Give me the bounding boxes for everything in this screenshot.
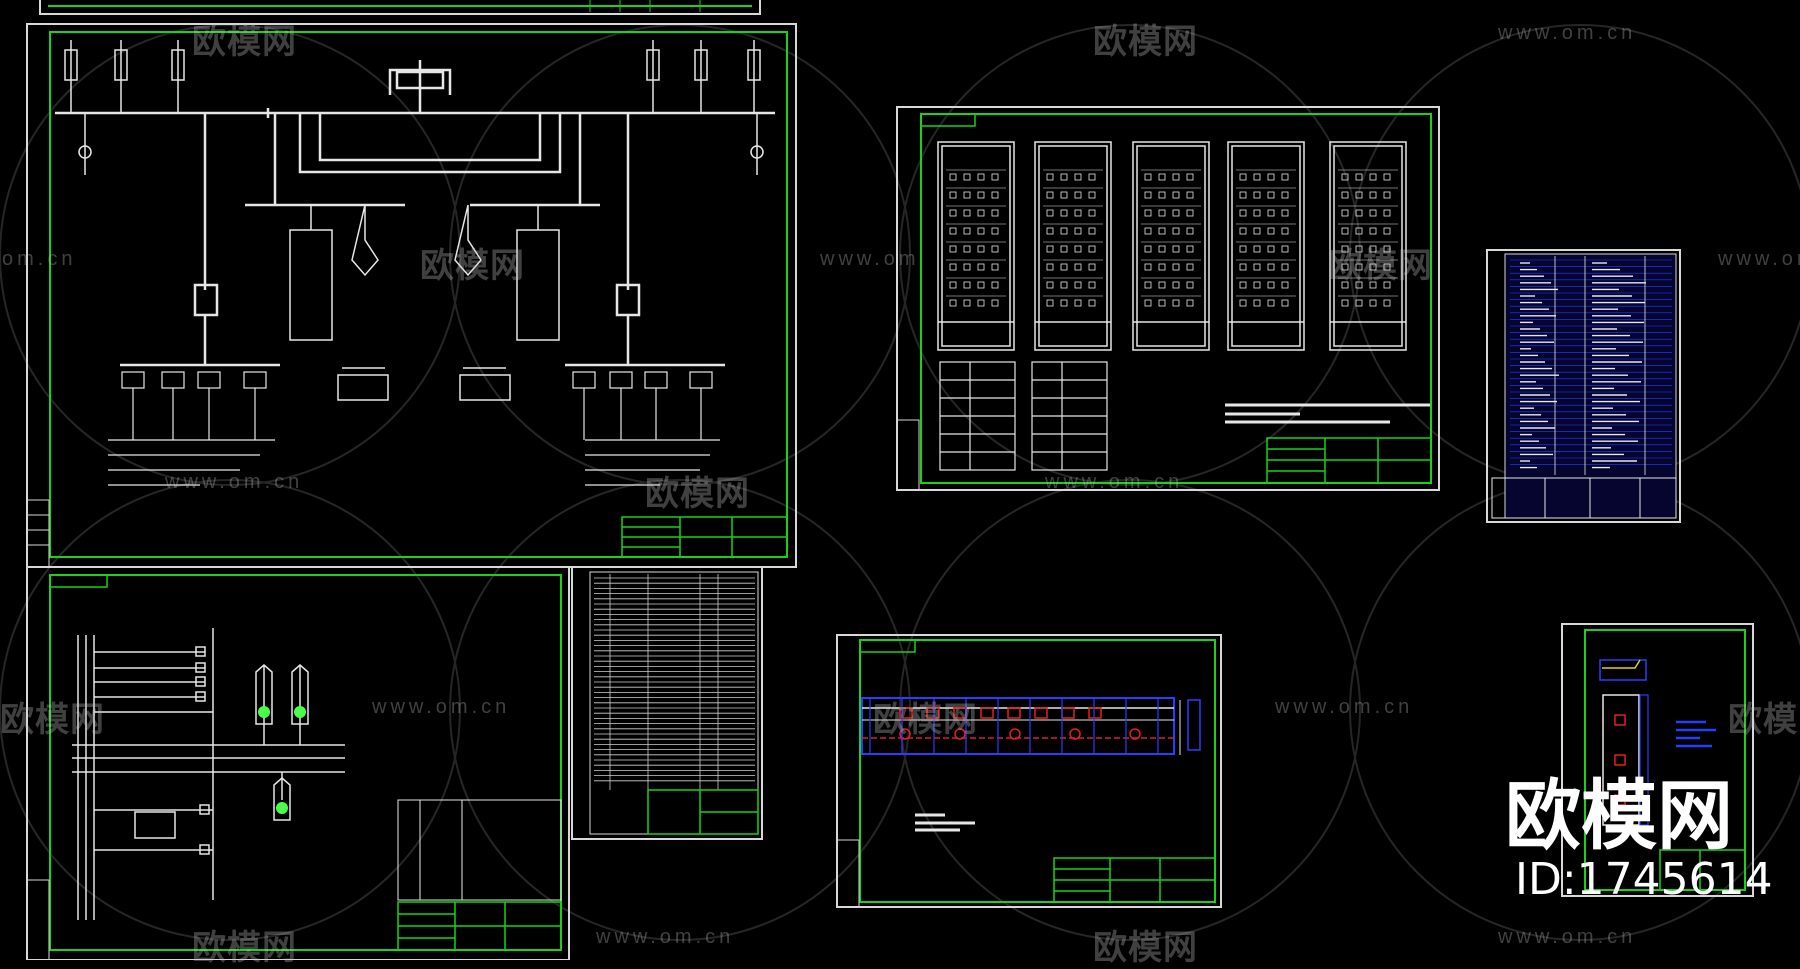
busbars xyxy=(55,60,775,367)
watermark-url: om.cn xyxy=(2,248,77,270)
indicator-lamps xyxy=(255,664,309,821)
incoming-feeders xyxy=(64,40,764,175)
watermark-logo-text: 欧模网 xyxy=(1093,23,1198,61)
sheet-busbar-layout[interactable] xyxy=(836,634,1222,908)
watermark-logo-text: 欧模网 xyxy=(1328,247,1433,285)
watermark-logo-text: 欧模网 xyxy=(873,701,978,739)
sheet-terminal-table[interactable] xyxy=(571,566,763,840)
watermark-url: www.om.cn xyxy=(1275,696,1414,718)
watermark-logo-text: 欧模网 xyxy=(192,23,297,61)
watermark-url: www.om.cn xyxy=(1498,926,1637,948)
cabinet-front xyxy=(1132,141,1210,351)
cabinet-fronts xyxy=(937,141,1407,351)
title-block xyxy=(647,789,759,835)
title-block xyxy=(1053,857,1216,903)
feeder-switch-rows xyxy=(108,371,720,486)
sheet-top-strip xyxy=(39,0,761,15)
cabinet-front xyxy=(1329,141,1407,351)
watermark-url: www.om.cn xyxy=(1718,248,1800,270)
watermark-url: www.om.cn xyxy=(1498,22,1637,44)
title-block xyxy=(1266,437,1432,484)
title-block xyxy=(397,901,562,951)
sheet-switchgear-elevation[interactable] xyxy=(896,106,1440,491)
title-block xyxy=(1659,849,1746,891)
title-block xyxy=(621,516,788,558)
legend-table xyxy=(397,799,562,901)
busbar-run xyxy=(861,697,1201,755)
sheet-control-circuit[interactable] xyxy=(26,566,570,960)
watermark-logo-text: 欧模网 xyxy=(0,701,105,739)
brand-logo-text: 欧模网 xyxy=(1505,771,1733,860)
cabinet-front xyxy=(1034,141,1112,351)
watermark-logo-text: 欧模网 xyxy=(192,929,297,967)
transformer-panels xyxy=(289,204,560,401)
blue-material-table xyxy=(1510,256,1672,475)
watermark-logo-text: 欧模网 xyxy=(1728,701,1800,739)
watermark-url: www.om.cn xyxy=(596,926,735,948)
model-id-label: ID:1745614 xyxy=(1515,854,1773,905)
detail-part xyxy=(1599,659,1649,826)
cabinet-front xyxy=(937,141,1015,351)
watermark-url: www.om xyxy=(820,248,920,270)
terminal-rows xyxy=(594,574,755,790)
control-wiring xyxy=(72,628,345,920)
watermark-url: www.om.cn xyxy=(165,471,304,493)
watermark-url: www.om.cn xyxy=(372,696,511,718)
watermark-logo-text: 欧模网 xyxy=(1093,929,1198,967)
watermark-logo-text: 欧模网 xyxy=(645,475,750,513)
cabinet-front xyxy=(1227,141,1305,351)
watermark-logo-text: 欧模网 xyxy=(420,247,525,285)
sheet-detail-drawing[interactable] xyxy=(1561,623,1754,897)
sheet-equipment-list[interactable] xyxy=(1486,249,1681,523)
watermark-url: www.om.cn xyxy=(1045,471,1184,493)
component-tables xyxy=(939,361,1108,471)
